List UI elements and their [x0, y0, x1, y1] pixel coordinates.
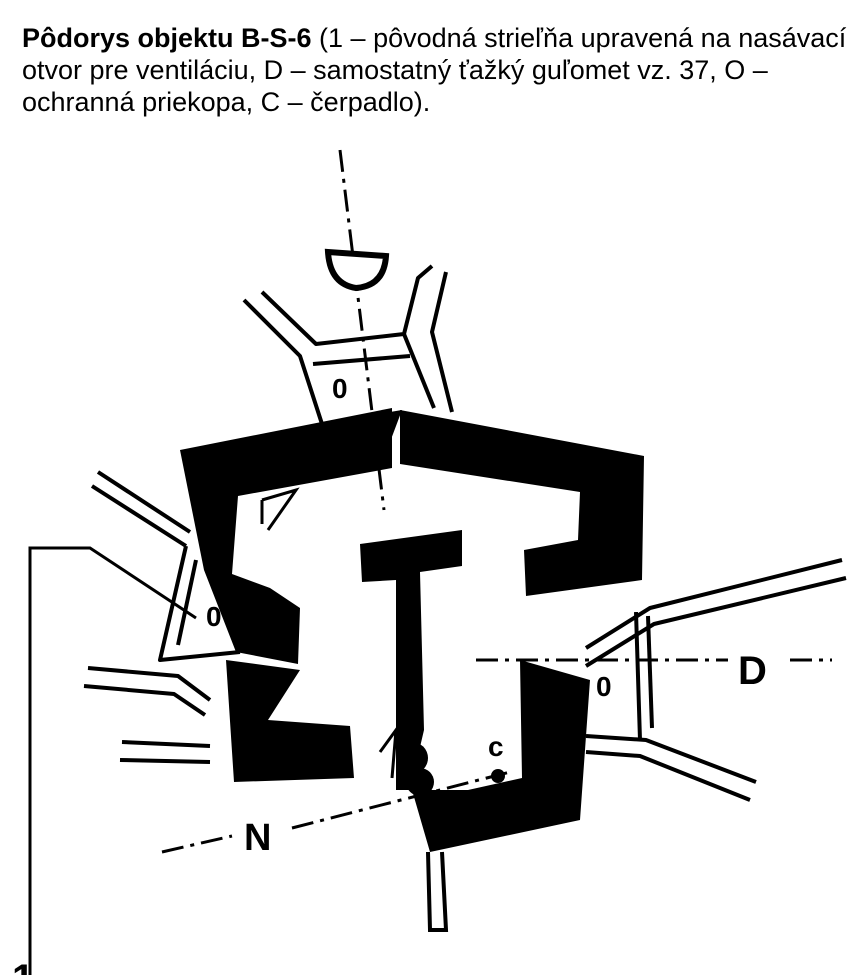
pump-dot: [491, 769, 505, 783]
label-n-axis: N: [244, 817, 271, 859]
bunker-walls: [180, 408, 644, 852]
caption-title: Pôdorys objektu B-S-6: [22, 23, 312, 53]
d-marker-top: [324, 248, 390, 292]
label-one: 1: [12, 957, 34, 975]
firing-axes: [161, 149, 832, 854]
left-moat: [83, 470, 241, 764]
terrain-contour-line: [28, 546, 197, 975]
label-o-right: 0: [596, 671, 612, 702]
caption-text: (1 – pôvodná strieľňa upravená na nasáva…: [22, 23, 847, 117]
label-o-top: 0: [332, 373, 348, 404]
label-o-left: 0: [206, 601, 222, 632]
right-moat: [584, 558, 847, 802]
interior-details: [260, 487, 398, 779]
label-c-pump: c: [488, 731, 504, 762]
bottom-moat: [426, 851, 449, 932]
top-moat: [242, 264, 454, 425]
label-d-right: D: [738, 649, 767, 693]
figure-caption: Pôdorys objektu B-S-6 (1 – pôvodná strie…: [22, 22, 852, 118]
